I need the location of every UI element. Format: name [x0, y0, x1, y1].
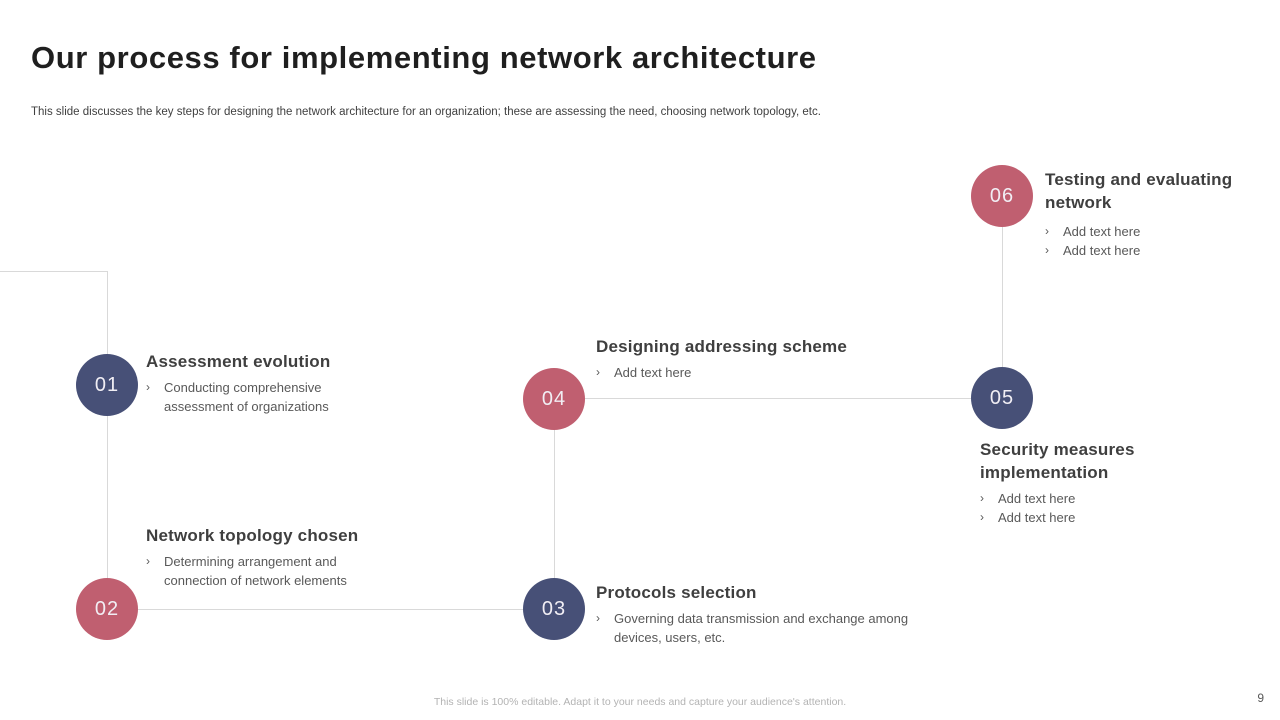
- bullet-marker: ›: [980, 491, 984, 505]
- step-block-network-topology-chosen: Network topology chosen › Determining ar…: [146, 524, 398, 590]
- bullet-item: › Add text here: [980, 489, 1180, 508]
- bullet-text: Governing data transmission and exchange…: [614, 611, 909, 645]
- step-block-security-measures-implementation: Security measures implementation › Add t…: [980, 438, 1180, 527]
- bullet-marker: ›: [146, 554, 150, 568]
- step-block-protocols-selection: Protocols selection › Governing data tra…: [596, 581, 916, 647]
- step-title: Designing addressing scheme: [596, 337, 848, 356]
- page-number: 9: [1257, 691, 1264, 705]
- footer-note: This slide is 100% editable. Adapt it to…: [433, 696, 847, 708]
- bullet-item: › Add text here: [1045, 222, 1245, 241]
- step-number-06: 06: [989, 184, 1015, 207]
- bullet-item: › Add text here: [980, 508, 1180, 527]
- connector-line-left-edge: [0, 271, 107, 272]
- bullet-marker: ›: [596, 365, 600, 379]
- bullet-marker: ›: [596, 611, 600, 625]
- step-circle-05: 05: [971, 367, 1033, 429]
- bullet-marker: ›: [1045, 243, 1049, 257]
- step-title: Protocols selection: [596, 583, 757, 602]
- bullet-marker: ›: [1045, 224, 1049, 238]
- connector-line-step4-step5: [554, 398, 1002, 399]
- slide-subtitle: This slide discusses the key steps for d…: [31, 106, 821, 118]
- step-block-testing-evaluating-network: Testing and evaluating network › Add tex…: [1045, 168, 1245, 260]
- step-title: Assessment evolution: [146, 352, 331, 371]
- bullet-text: Add text here: [614, 365, 692, 380]
- bullet-item: › Add text here: [1045, 241, 1245, 260]
- step-title: Testing and evaluating network: [1045, 170, 1233, 212]
- bullet-marker: ›: [146, 380, 150, 394]
- bullet-item: › Add text here: [596, 363, 906, 382]
- bullet-text: Add text here: [1063, 243, 1141, 258]
- connector-line-step6-step5: [1002, 196, 1003, 398]
- step-circle-03: 03: [523, 578, 585, 640]
- step-circle-06: 06: [971, 165, 1033, 227]
- step-circle-01: 01: [76, 354, 138, 416]
- step-number-04: 04: [541, 387, 567, 410]
- step-title: Security measures implementation: [980, 440, 1135, 482]
- step-circle-04: 04: [523, 368, 585, 430]
- connector-line-step2-step3: [107, 609, 554, 610]
- bullet-text: Conducting comprehensive assessment of o…: [164, 380, 329, 414]
- bullet-text: Add text here: [998, 510, 1076, 525]
- connector-line-step4-step3: [554, 399, 555, 609]
- bullet-text: Determining arrangement and connection o…: [164, 554, 347, 588]
- bullet-text: Add text here: [998, 491, 1076, 506]
- step-block-assessment-evolution: Assessment evolution › Conducting compre…: [146, 350, 366, 416]
- bullet-text: Add text here: [1063, 224, 1141, 239]
- step-number-01: 01: [94, 373, 120, 396]
- bullet-item: › Governing data transmission and exchan…: [596, 609, 916, 647]
- connector-line-step1-step2: [107, 271, 108, 609]
- bullet-item: › Determining arrangement and connection…: [146, 552, 398, 590]
- bullet-item: › Conducting comprehensive assessment of…: [146, 378, 366, 416]
- page-title: Our process for implementing network arc…: [31, 40, 817, 75]
- step-block-designing-addressing-scheme: Designing addressing scheme › Add text h…: [596, 335, 906, 382]
- bullet-marker: ›: [980, 510, 984, 524]
- step-title: Network topology chosen: [146, 526, 359, 545]
- step-number-05: 05: [989, 386, 1015, 409]
- step-number-03: 03: [541, 597, 567, 620]
- step-circle-02: 02: [76, 578, 138, 640]
- step-number-02: 02: [94, 597, 120, 620]
